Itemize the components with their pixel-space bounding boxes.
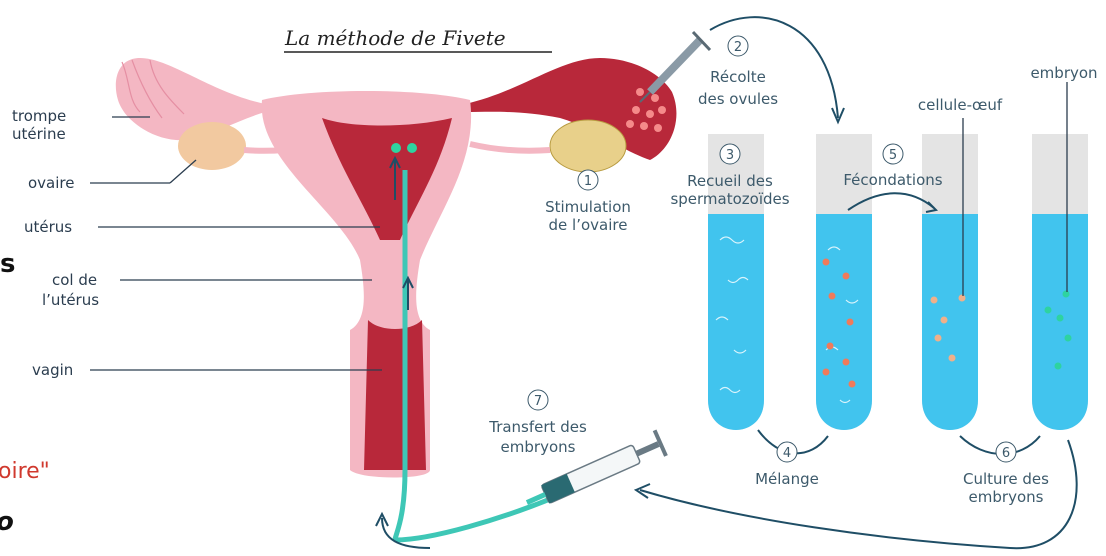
step-3-line1: Recueil des bbox=[687, 172, 773, 190]
step-2-line1: Récolte bbox=[710, 68, 766, 86]
right-ovary bbox=[550, 120, 626, 172]
step-6-line1: Culture des bbox=[963, 470, 1049, 488]
fragment-left-bold-italic: o bbox=[0, 507, 14, 537]
label-col-2: l’utérus bbox=[42, 291, 99, 309]
fragment-left-bold: s bbox=[0, 249, 15, 279]
step-3-number: 3 bbox=[726, 148, 734, 163]
step-7-line1: Transfert des bbox=[488, 418, 587, 436]
label-col-1: col de bbox=[52, 271, 97, 289]
label-vagin: vagin bbox=[32, 361, 73, 379]
fragment-left-red: oire" bbox=[0, 459, 50, 484]
step-2-number: 2 bbox=[734, 40, 742, 55]
label-trompe-2: utérine bbox=[12, 125, 66, 143]
vaginal-canal bbox=[364, 320, 426, 470]
label-trompe-1: trompe bbox=[12, 107, 66, 125]
implanted-embryo bbox=[391, 143, 401, 153]
step-1-line2: de l’ovaire bbox=[549, 216, 628, 234]
arrow-to-uterus bbox=[382, 518, 430, 548]
left-ovary bbox=[178, 122, 246, 170]
label-uterus: utérus bbox=[24, 218, 72, 236]
step-1-number: 1 bbox=[584, 174, 592, 189]
step-6-line2: embryons bbox=[969, 488, 1044, 506]
step-4-number: 4 bbox=[783, 446, 791, 461]
step-4-line1: Mélange bbox=[755, 470, 819, 488]
step-6-number: 6 bbox=[1002, 446, 1010, 461]
label-embryon: embryon bbox=[1030, 64, 1097, 82]
implanted-embryo bbox=[407, 143, 417, 153]
step-7-number: 7 bbox=[534, 394, 542, 409]
step-1-line1: Stimulation bbox=[545, 198, 631, 216]
step-7-line2: embryons bbox=[501, 438, 576, 456]
step-5-line1: Fécondations bbox=[843, 171, 942, 189]
label-cellule-oeuf: cellule-œuf bbox=[918, 96, 1003, 114]
step-3-line2: spermatozoïdes bbox=[670, 190, 789, 208]
step-5-number: 5 bbox=[889, 148, 897, 163]
diagram-title: La méthode de Fivete bbox=[284, 26, 506, 50]
step-2-line2: des ovules bbox=[698, 90, 778, 108]
label-ovaire: ovaire bbox=[28, 174, 74, 192]
